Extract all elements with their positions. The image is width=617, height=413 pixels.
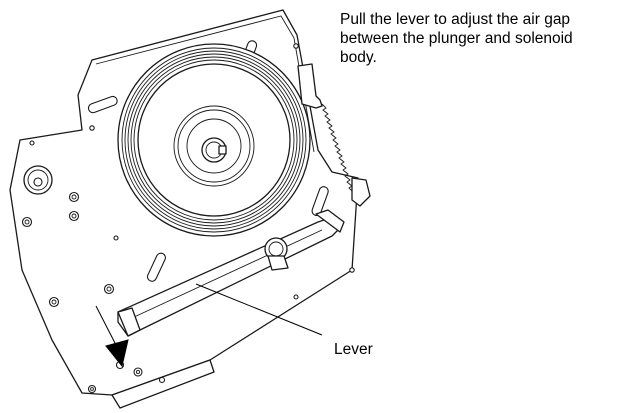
solenoid-coil-ring-1 [121, 47, 307, 233]
hole-2 [89, 125, 95, 131]
spring-coil [321, 103, 354, 193]
lever-leader-line [195, 283, 323, 336]
screw-5 [48, 296, 60, 308]
slot-left [87, 95, 118, 114]
screw-7 [87, 384, 97, 394]
plunger-ring-outer [173, 105, 255, 187]
screw-1 [68, 191, 80, 203]
hole-1 [293, 43, 299, 49]
spring-anchor [351, 177, 371, 207]
screw-4 [103, 283, 115, 295]
pivot-screw-ring [27, 169, 49, 191]
slot-right [311, 186, 329, 217]
hole-6 [293, 294, 299, 300]
slot-bottom [146, 252, 166, 282]
solenoid-coil-ring-5 [133, 59, 295, 221]
plunger-key [218, 145, 227, 155]
instruction-text: Pull the lever to adjust the air gap bet… [340, 11, 573, 66]
screw-3 [21, 216, 33, 228]
lever-callout-label: Lever [334, 341, 373, 358]
pivot-screw-center [33, 177, 43, 187]
lower-bracket [111, 359, 215, 409]
screw-2 [68, 210, 80, 222]
plunger-ring-inner [186, 118, 242, 174]
solenoid-coil-ring-2 [124, 50, 304, 230]
lever-bushing-base [267, 255, 289, 271]
hole-4 [113, 235, 119, 241]
spring-bracket [297, 63, 323, 109]
lever-inner-edge [131, 229, 323, 319]
lever-tab [117, 307, 141, 337]
hole-5 [349, 267, 355, 273]
hole-3 [29, 140, 35, 146]
plunger-ring-mid [177, 109, 251, 183]
screw-8 [158, 376, 166, 384]
screw-6 [133, 367, 143, 377]
pull-direction-arrow-icon [95, 305, 129, 368]
lever-end-bracket [315, 209, 345, 233]
solenoid-coil-ring-3 [127, 53, 301, 227]
solenoid-coil-ring-4 [130, 56, 298, 224]
